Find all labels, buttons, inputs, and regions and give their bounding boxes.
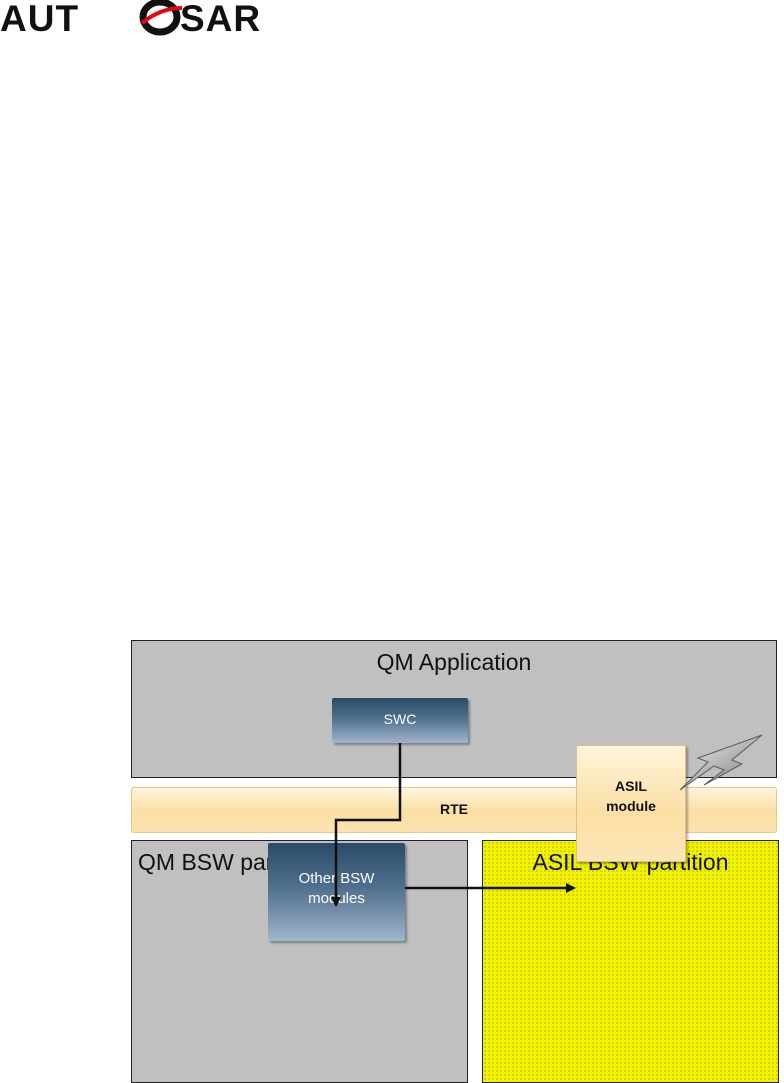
- asil-module-box: ASIL module: [576, 745, 686, 862]
- other-bsw-line1: Other BSW: [298, 870, 375, 887]
- asil-module-line1: ASIL: [615, 778, 647, 794]
- asil-module-line2: module: [606, 798, 656, 814]
- other-bsw-modules-box: Other BSW modules: [268, 843, 405, 941]
- rte-label: RTE: [440, 801, 468, 817]
- logo-o-icon: [139, 0, 183, 36]
- other-bsw-line2: modules: [308, 890, 365, 907]
- asil-module-label: ASIL module: [577, 776, 685, 816]
- swc-box: SWC: [332, 698, 468, 743]
- qm-application-title: QM Application: [376, 649, 532, 675]
- asil-bsw-partition-box: ASIL BSW partition: [482, 840, 779, 1083]
- swc-label: SWC: [383, 711, 417, 727]
- logo-text-aut: AUT: [0, 0, 79, 36]
- autosar-logo: AUT SAR: [0, 0, 261, 36]
- logo-text-sar: SAR: [180, 0, 261, 36]
- other-bsw-modules-label: Other BSW modules: [268, 869, 405, 909]
